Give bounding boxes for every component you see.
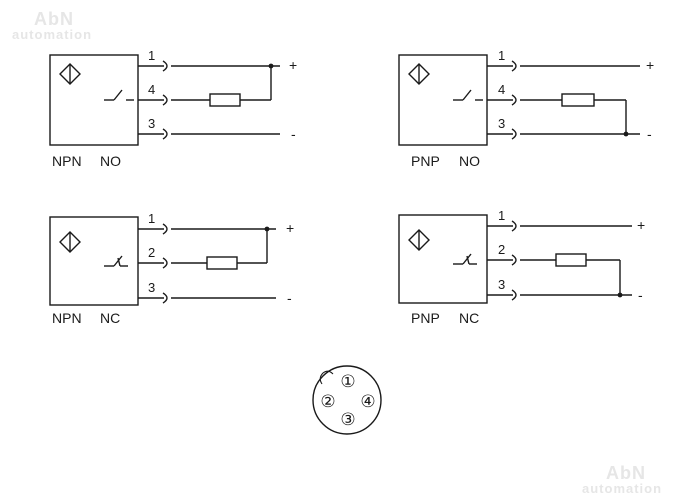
plus-label: + <box>286 220 294 236</box>
sensor-symbol-icon <box>408 63 430 85</box>
sensor-body <box>398 214 488 304</box>
output-type-label: NPN <box>52 153 82 169</box>
output-type-label: NPN <box>52 310 82 326</box>
terminal-icon <box>511 254 517 266</box>
connector-key-icon <box>319 370 334 385</box>
pin-number: 4 <box>498 82 505 97</box>
contact-type-label: NO <box>100 153 121 169</box>
terminal-icon <box>511 60 517 72</box>
diagram-npn-no: 1 4 3 + - NPN NO <box>49 48 297 169</box>
switch-nc-icon <box>104 255 128 267</box>
diagram-pnp-no: 1 4 3 + - PNP NO <box>398 48 654 169</box>
plus-label: + <box>637 217 645 233</box>
minus-label: - <box>638 287 643 303</box>
pin-number: 3 <box>148 280 155 295</box>
junction-dot <box>264 226 270 232</box>
connector-pin-1: ① <box>340 372 355 392</box>
plus-label: + <box>289 57 297 73</box>
pin-number: 2 <box>148 245 155 260</box>
watermark-sub-text: automation <box>12 27 93 42</box>
terminal-icon <box>162 60 168 72</box>
output-type-label: PNP <box>411 153 440 169</box>
sensor-body <box>49 54 139 146</box>
sensor-symbol-icon <box>408 229 430 251</box>
watermark-logo-text: AbN <box>34 9 74 29</box>
terminal-icon <box>511 220 517 232</box>
terminal-icon <box>162 128 168 140</box>
terminal-icon <box>162 257 168 269</box>
terminal-icon <box>511 94 517 106</box>
resistor <box>206 256 238 270</box>
watermark-bottom-right: AbN automation <box>582 464 662 495</box>
contact-type-label: NC <box>100 310 120 326</box>
connector-pinout: ① ② ③ ④ <box>312 365 382 435</box>
minus-label: - <box>291 126 296 142</box>
pin-number: 2 <box>498 242 505 257</box>
pin-number: 3 <box>498 277 505 292</box>
minus-label: - <box>287 290 292 306</box>
contact-type-label: NO <box>459 153 480 169</box>
plus-label: + <box>646 57 654 73</box>
diagram-pnp-nc: 1 2 3 + - PNP NC <box>398 208 645 326</box>
terminal-icon <box>162 223 168 235</box>
pin-number: 1 <box>498 208 505 223</box>
pin-number: 1 <box>498 48 505 63</box>
watermark-sub-text: automation <box>582 481 663 496</box>
switch-no-icon <box>104 89 134 101</box>
connector-pin-4: ④ <box>360 392 375 412</box>
diagram-npn-nc: 1 2 3 + - NPN NC <box>49 211 294 326</box>
junction-dot <box>268 63 274 69</box>
minus-label: - <box>647 126 652 142</box>
output-type-label: PNP <box>411 310 440 326</box>
pin-number: 1 <box>148 48 155 63</box>
terminal-icon <box>162 292 168 304</box>
contact-type-label: NC <box>459 310 479 326</box>
sensor-body <box>398 54 488 146</box>
connector-outline <box>312 365 382 435</box>
terminal-icon <box>511 289 517 301</box>
sensor-body <box>49 216 139 306</box>
pin-number: 3 <box>148 116 155 131</box>
switch-nc-icon <box>453 253 477 265</box>
connector-pin-3: ③ <box>340 410 355 430</box>
pin-number: 4 <box>148 82 155 97</box>
sensor-symbol-icon <box>59 231 81 253</box>
resistor <box>561 93 595 107</box>
resistor <box>209 93 241 107</box>
terminal-icon <box>162 94 168 106</box>
switch-no-icon <box>453 89 483 101</box>
watermark-logo-text: AbN <box>606 463 646 483</box>
pin-number: 3 <box>498 116 505 131</box>
connector-pin-2: ② <box>320 392 335 412</box>
sensor-symbol-icon <box>59 63 81 85</box>
watermark-top-left: AbN automation <box>12 10 92 41</box>
pin-number: 1 <box>148 211 155 226</box>
terminal-icon <box>511 128 517 140</box>
resistor <box>555 253 587 267</box>
